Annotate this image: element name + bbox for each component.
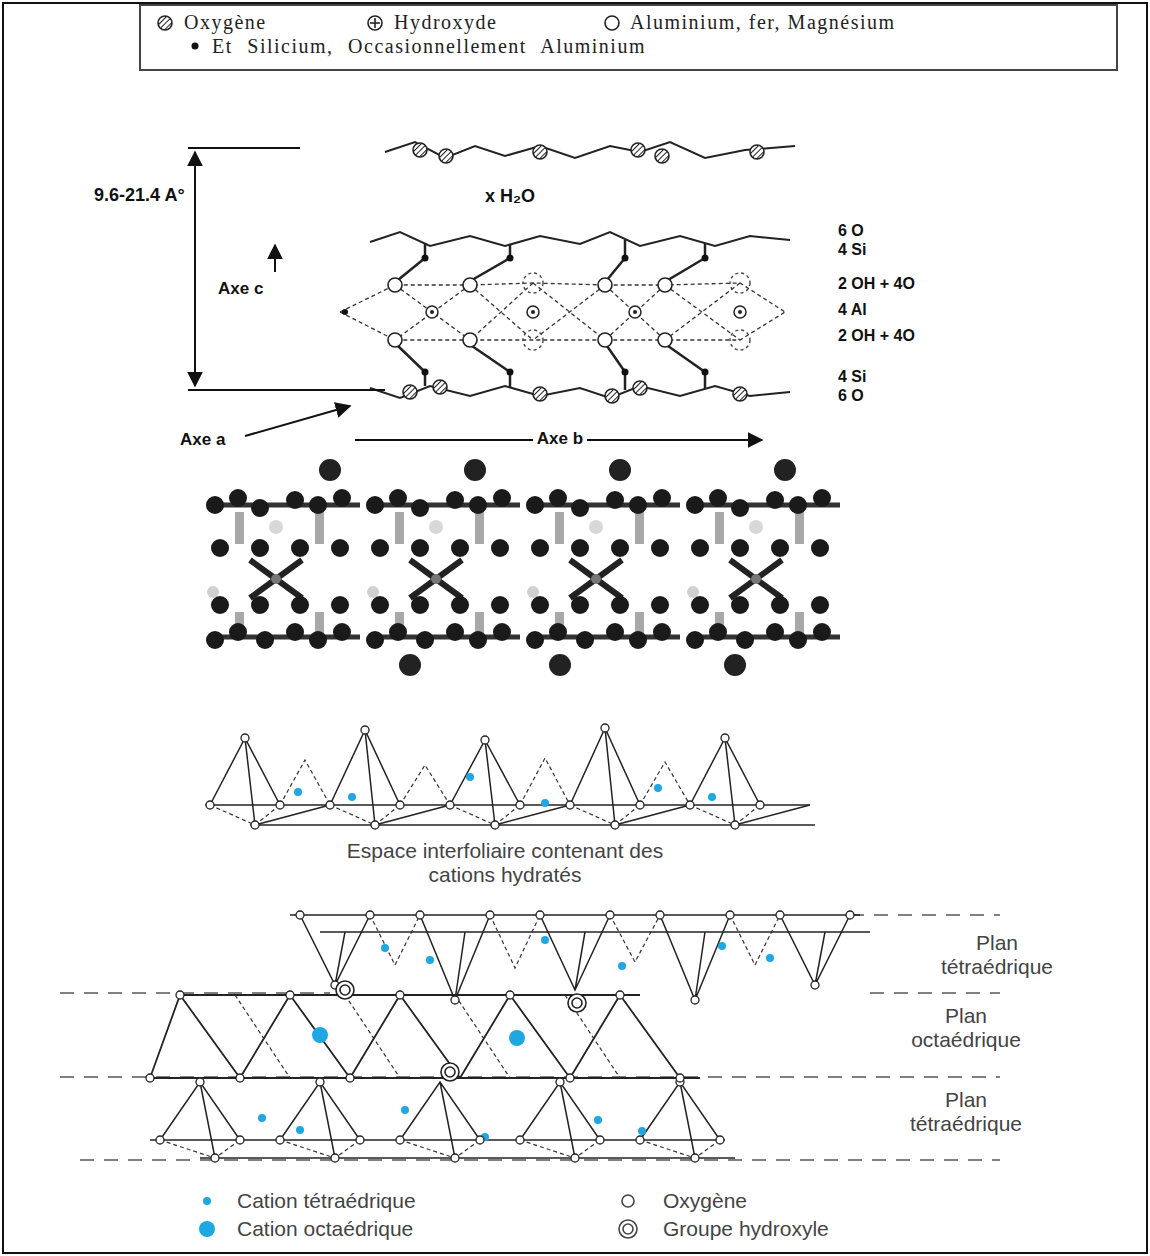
page-frame: [3, 3, 1147, 1253]
layer-composition: 4 Si: [838, 241, 866, 259]
legend-text: Oxygène: [663, 1189, 747, 1213]
layer-composition: 2 OH + 4O: [838, 327, 915, 345]
water-label: x H₂O: [485, 186, 535, 207]
legend-text: Hydroxyde: [394, 11, 497, 34]
legend-text: Oxygène: [184, 11, 267, 34]
ball-and-stick-model: [206, 459, 840, 676]
layer-composition: 6 O: [838, 387, 864, 405]
sheet-caption: Espace interfoliaire contenant des catio…: [335, 839, 675, 887]
legend-symbols: [619, 1195, 637, 1238]
legend-text: Groupe hydroxyle: [663, 1217, 829, 1241]
axis-label: Axe b: [533, 429, 587, 449]
plane-label: Plan octaédrique: [896, 1004, 1036, 1052]
layer-composition: 4 Al: [838, 301, 867, 319]
tetrahedral-sheet: [205, 724, 815, 829]
legend-swatch: [203, 1197, 211, 1205]
layer-composition: 2 OH + 4O: [838, 275, 915, 293]
layer-schematic: [340, 142, 795, 403]
legend-swatch: [199, 1221, 215, 1237]
dimension-label: 9.6-21.4 A°: [90, 185, 189, 206]
legend-box: [140, 5, 1117, 70]
layer-planes: [60, 911, 1000, 1162]
legend-text: Aluminium, fer, Magnésium: [630, 11, 896, 34]
axis-label: Axe a: [180, 430, 225, 450]
layer-composition: 4 Si: [838, 368, 866, 386]
legend-text: Cation tétraédrique: [237, 1189, 416, 1213]
plane-label: Plan tétraédrique: [896, 1088, 1036, 1136]
legend-text: Cation octaédrique: [237, 1217, 413, 1241]
legend-text: Et Silicium, Occasionnellement Aluminium: [212, 35, 646, 58]
axes-and-dimension: [188, 148, 762, 440]
layer-composition: 6 O: [838, 222, 864, 240]
plane-label: Plan tétraédrique: [927, 931, 1067, 979]
axis-label: Axe c: [218, 279, 263, 299]
